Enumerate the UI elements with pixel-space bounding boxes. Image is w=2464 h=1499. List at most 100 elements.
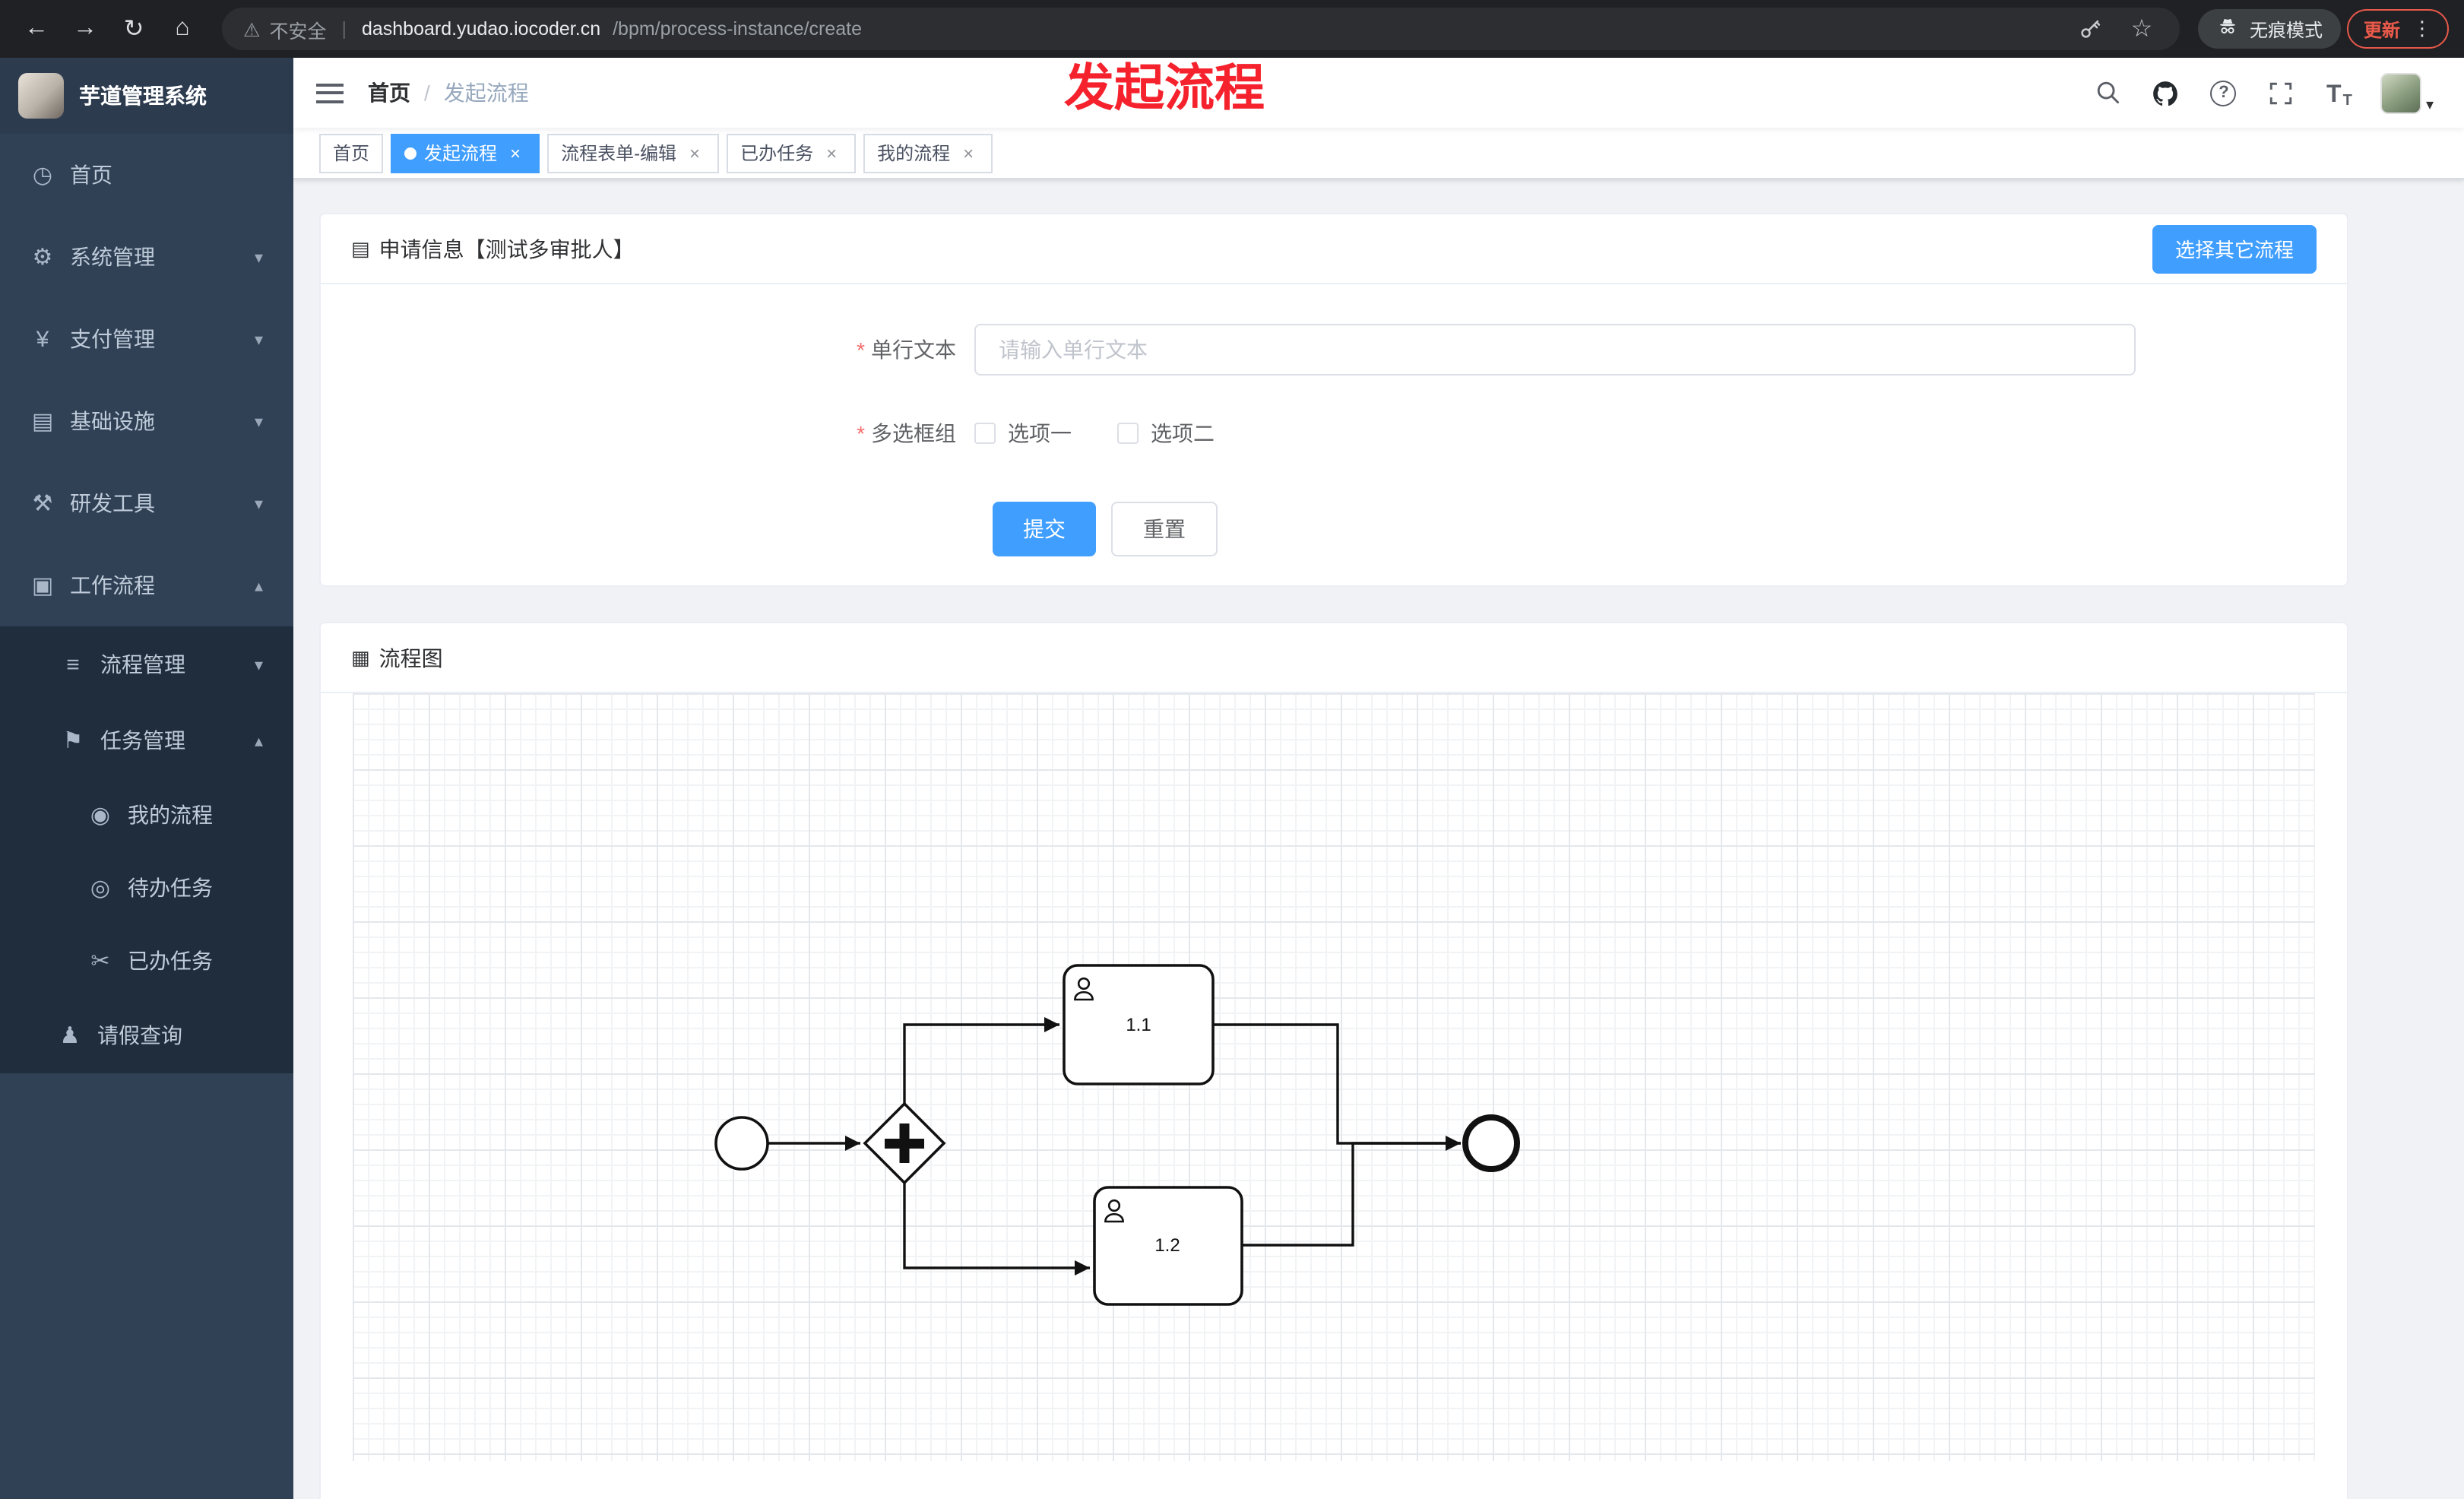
text-field-row: *单行文本 <box>321 324 2347 376</box>
sidebar-item-system[interactable]: ⚙ 系统管理 ▾ <box>0 216 293 298</box>
address-bar[interactable]: ⚠ 不安全 | dashboard.yudao.iocoder.cn /bpm/… <box>222 8 2180 50</box>
sidebar-item-task-management[interactable]: ⚑ 任务管理 ▴ <box>0 702 293 778</box>
top-navbar: 首页 / 发起流程 ? <box>293 58 2464 128</box>
incognito-icon <box>2216 15 2239 43</box>
security-label: 不安全 <box>269 21 327 42</box>
browser-menu-icon[interactable]: ⋮ <box>2412 17 2432 40</box>
sidebar-item-label: 工作流程 <box>70 573 155 597</box>
flow-task2-to-end[interactable] <box>1242 1142 1461 1247</box>
incognito-label: 无痕模式 <box>2249 19 2323 40</box>
tab-label: 流程表单-编辑 <box>561 143 677 164</box>
checkbox-icon[interactable] <box>974 423 996 444</box>
diagram-body: 1.1 1.2 <box>321 693 2347 1499</box>
sidebar-item-label: 流程管理 <box>100 652 185 677</box>
workflow-submenu: ≡ 流程管理 ▾ ⚑ 任务管理 ▴ ◉ 我的流程 ◎ <box>0 626 293 1073</box>
gear-icon: ⚙ <box>32 245 53 271</box>
sidebar-item-payment[interactable]: ¥ 支付管理 ▾ <box>0 298 293 380</box>
user-task-1-1[interactable] <box>1063 964 1215 1085</box>
chevron-down-icon: ▾ <box>254 331 263 349</box>
fullscreen-icon[interactable] <box>2265 76 2298 109</box>
sidebar-toggle-icon[interactable] <box>316 83 344 103</box>
home-icon[interactable]: ⌂ <box>175 15 190 41</box>
tab-process-form-edit[interactable]: 流程表单-编辑 × <box>547 133 720 173</box>
sidebar-item-label: 系统管理 <box>70 245 155 269</box>
sidebar-item-label: 基础设施 <box>70 409 155 433</box>
flow-gateway-to-task1[interactable] <box>903 1017 1059 1104</box>
bpmn-diagram: 1.1 1.2 <box>714 964 1520 1306</box>
reload-icon[interactable]: ↻ <box>123 17 144 43</box>
flow-task1-to-end[interactable] <box>1213 1023 1461 1151</box>
infrastructure-icon: ▤ <box>31 409 54 435</box>
tab-start-process[interactable]: 发起流程 × <box>391 133 540 173</box>
tab-my-process[interactable]: 我的流程 × <box>863 133 993 173</box>
help-icon[interactable]: ? <box>2207 76 2241 109</box>
workflow-icon: ▣ <box>31 573 54 599</box>
bookmark-star-icon[interactable]: ☆ <box>2130 17 2153 43</box>
active-tab-dot <box>404 147 417 159</box>
close-icon[interactable]: × <box>689 142 701 163</box>
single-line-text-input[interactable] <box>974 324 2136 376</box>
start-event[interactable] <box>714 1116 769 1171</box>
forward-icon[interactable]: → <box>73 15 97 41</box>
form-body: *单行文本 *多选框组 <box>321 284 2347 585</box>
close-icon[interactable]: × <box>826 142 838 163</box>
plus-icon <box>885 1123 924 1163</box>
tab-done-tasks[interactable]: 已办任务 × <box>727 133 857 173</box>
sidebar-item-done-tasks[interactable]: ✂ 已办任务 <box>0 924 293 997</box>
sidebar-item-label: 研发工具 <box>70 491 155 515</box>
tab-label: 首页 <box>333 143 370 164</box>
close-icon[interactable]: × <box>963 142 974 163</box>
back-icon[interactable]: ← <box>24 15 49 41</box>
github-icon[interactable] <box>2149 76 2183 109</box>
close-icon[interactable]: × <box>510 142 521 163</box>
sidebar-item-process-management[interactable]: ≡ 流程管理 ▾ <box>0 626 293 702</box>
app-logo[interactable]: 芋道管理系统 <box>0 58 293 134</box>
choose-other-process-button[interactable]: 选择其它流程 <box>2152 224 2317 273</box>
bpmn-canvas[interactable]: 1.1 1.2 <box>353 693 2315 1461</box>
sidebar-item-workflow[interactable]: ▣ 工作流程 ▴ <box>0 544 293 626</box>
flow-gateway-to-task2[interactable] <box>903 1183 1090 1276</box>
checkbox-icon[interactable] <box>1117 423 1139 444</box>
yen-icon: ¥ <box>36 326 49 352</box>
required-mark: * <box>857 338 865 362</box>
avatar[interactable] <box>2380 72 2421 113</box>
sidebar-item-todo-tasks[interactable]: ◎ 待办任务 <box>0 851 293 924</box>
update-button[interactable]: 更新 ⋮ <box>2346 9 2449 49</box>
key-icon[interactable] <box>2073 12 2107 46</box>
submit-button[interactable]: 提交 <box>993 502 1096 556</box>
breadcrumb-separator: / <box>424 81 430 105</box>
breadcrumb-current: 发起流程 <box>443 81 529 105</box>
tags-view: 首页 发起流程 × 流程表单-编辑 × 已办任务 × 我的流程 × <box>293 128 2464 179</box>
tab-home[interactable]: 首页 <box>319 133 384 173</box>
scissors-icon: ✂ <box>90 949 110 975</box>
breadcrumb-home[interactable]: 首页 <box>368 81 410 105</box>
sidebar-item-infrastructure[interactable]: ▤ 基础设施 ▾ <box>0 380 293 462</box>
user-icon <box>1104 1199 1124 1223</box>
security-chip[interactable]: ⚠ 不安全 <box>243 14 326 43</box>
form-actions: 提交 重置 <box>993 502 2347 556</box>
url-path: /bpm/process-instance/create <box>613 18 863 40</box>
checkbox-option-2[interactable]: 选项二 <box>1117 418 1215 448</box>
sidebar-item-devtools[interactable]: ⚒ 研发工具 ▾ <box>0 462 293 544</box>
url-domain: dashboard.yudao.iocoder.cn <box>361 18 601 40</box>
search-icon[interactable] <box>2092 76 2125 109</box>
chevron-down-icon: ▾ <box>254 413 263 431</box>
list-icon: ≡ <box>66 651 80 677</box>
user-menu[interactable]: ▾ <box>2380 72 2434 113</box>
chevron-down-icon: ▾ <box>254 495 263 513</box>
sidebar-item-my-process[interactable]: ◉ 我的流程 <box>0 778 293 851</box>
sidebar-item-leave-query[interactable]: ♟ 请假查询 <box>0 997 293 1073</box>
user-task-1-2[interactable] <box>1093 1186 1243 1306</box>
sidebar-item-label: 我的流程 <box>128 803 213 827</box>
sidebar: 芋道管理系统 ◷ 首页 ⚙ 系统管理 ▾ ¥ 支付管理 ▾ ▤ <box>0 58 293 1499</box>
tab-label: 我的流程 <box>877 143 951 164</box>
end-event[interactable] <box>1462 1114 1520 1172</box>
checkbox-option-1[interactable]: 选项一 <box>974 418 1072 448</box>
diagram-icon: ▦ <box>351 645 370 668</box>
diagram-card-title: ▦ 流程图 <box>351 645 443 670</box>
sidebar-item-home[interactable]: ◷ 首页 <box>0 134 293 216</box>
reset-button[interactable]: 重置 <box>1111 502 1218 556</box>
task-label: 1.2 <box>1154 1235 1180 1256</box>
